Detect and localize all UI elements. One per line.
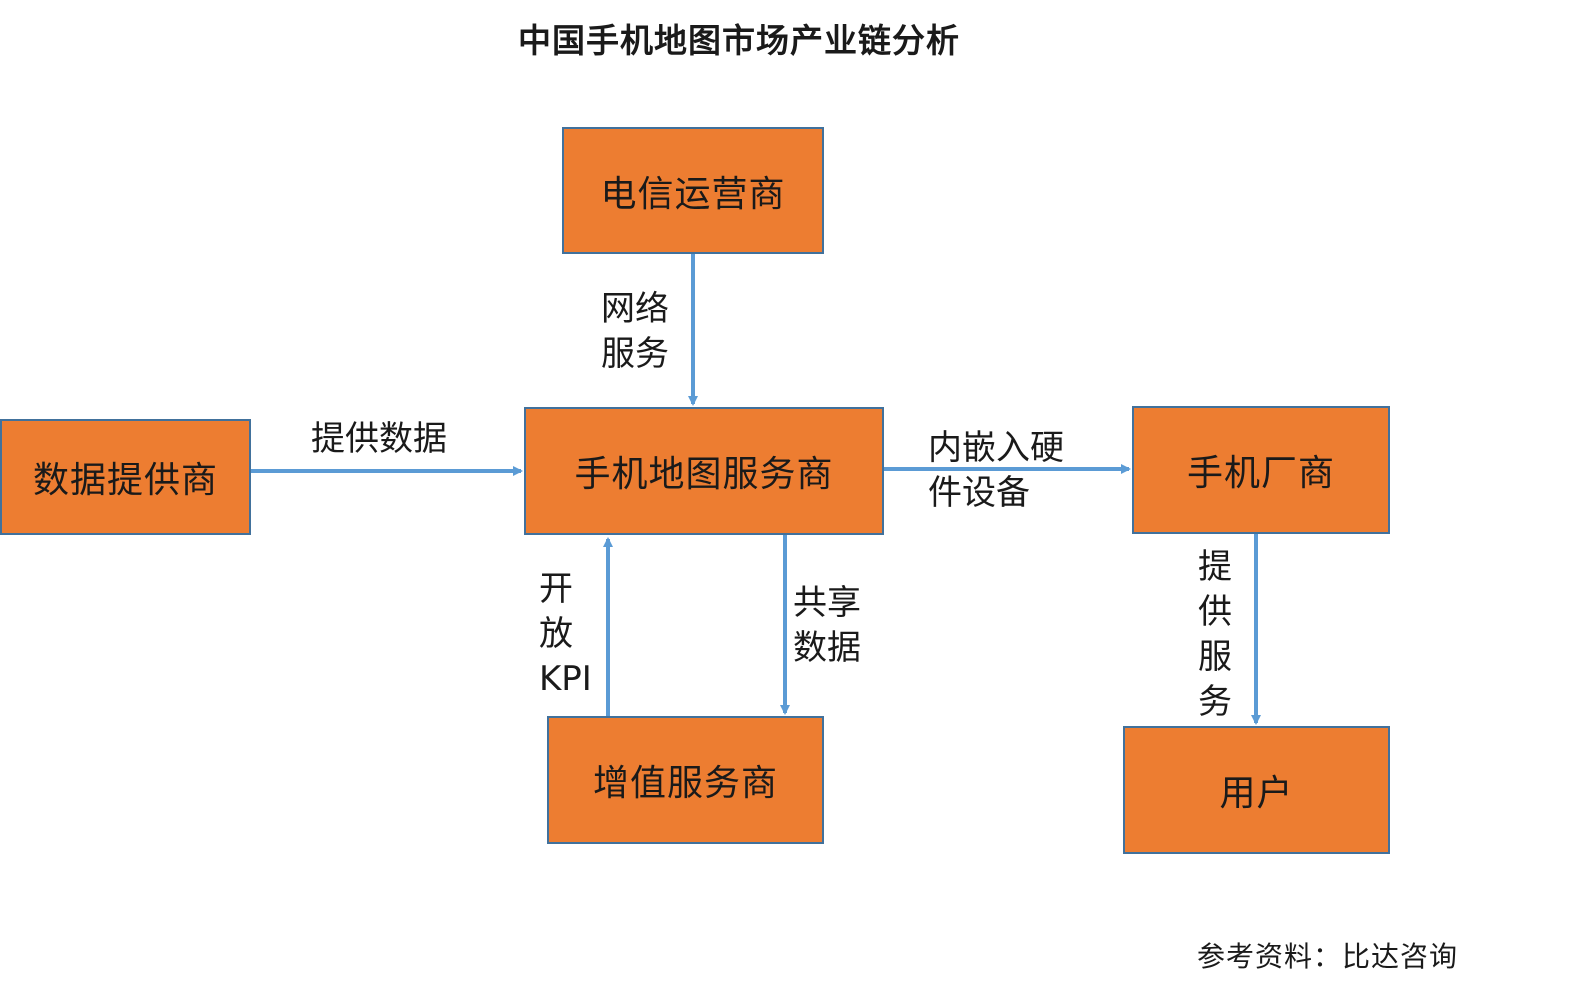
edge-label-provide-service: 提 供 服 务 bbox=[1198, 547, 1232, 722]
source-note: 参考资料：比达咨询 bbox=[1197, 940, 1459, 973]
edge-label-share-data: 共享 数据 bbox=[793, 583, 861, 668]
edge-label-provide-data: 提供数据 bbox=[311, 419, 447, 459]
edge-label-open-kpi: 开 放 KPI bbox=[539, 569, 592, 699]
node-user: 用户 bbox=[1123, 726, 1390, 854]
node-map-service-provider: 手机地图服务商 bbox=[524, 407, 884, 535]
node-phone-manufacturer: 手机厂商 bbox=[1132, 406, 1390, 534]
diagram-title: 中国手机地图市场产业链分析 bbox=[518, 21, 960, 60]
node-telecom-operator: 电信运营商 bbox=[562, 127, 824, 254]
edge-label-embed-hardware: 内嵌入硬 件设备 bbox=[928, 428, 1064, 513]
edge-label-network-service: 网络 服务 bbox=[601, 289, 669, 374]
node-data-provider: 数据提供商 bbox=[0, 419, 251, 535]
node-value-added-provider: 增值服务商 bbox=[547, 716, 824, 844]
